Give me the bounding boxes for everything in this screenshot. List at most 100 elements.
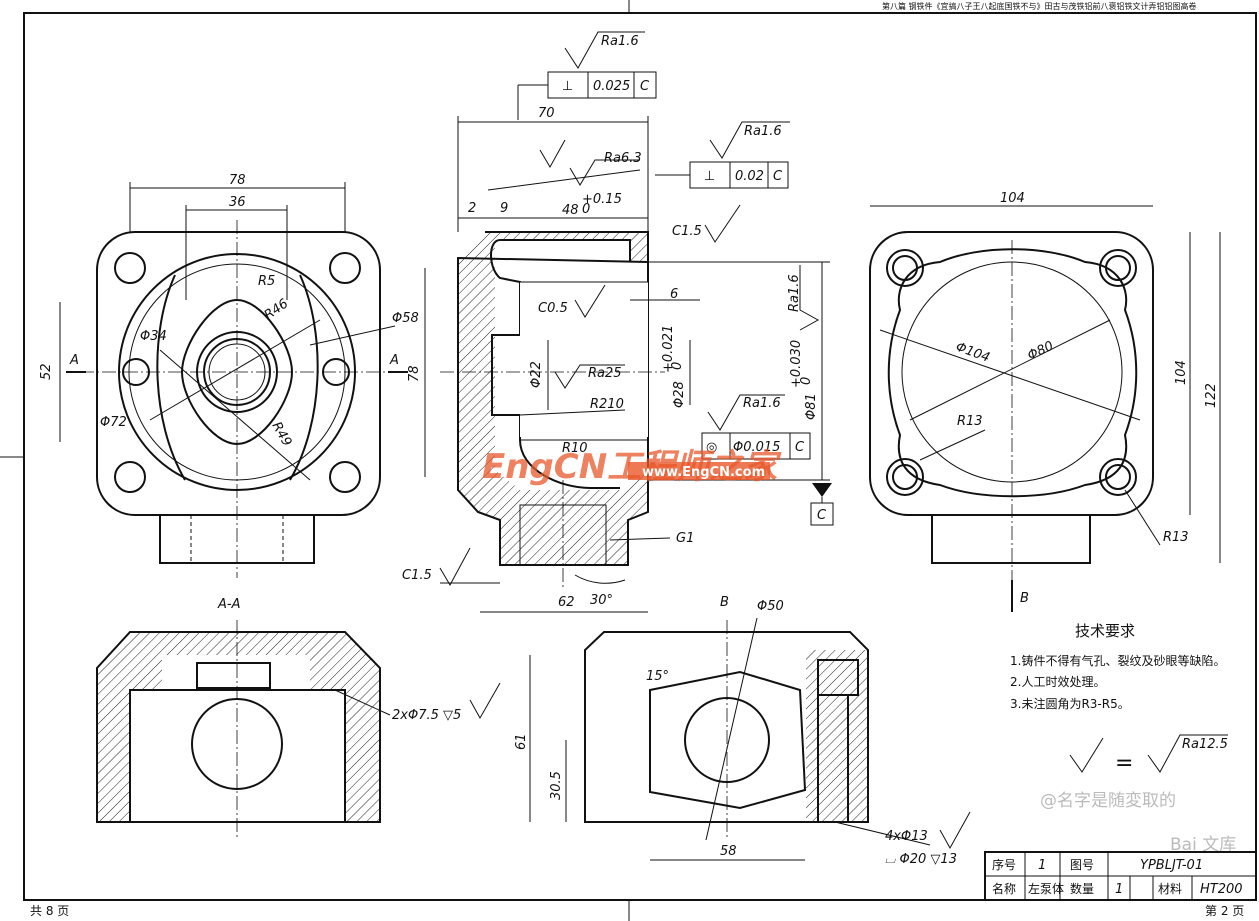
aa-inner-cavity [129,689,346,823]
roughness-equals: = [1115,751,1133,776]
section-label-aa: A-A [217,597,240,612]
leader-r210 [519,409,626,416]
title-block: 序号 1 图号 YPBLJT-01 名称 左泵体 数量 1 材料 HT200 [984,851,1257,901]
g1: G1 [676,531,694,546]
watermark-url: www.EngCN.com [642,465,765,480]
dim-r10: R10 [562,441,588,456]
dim-d72: Φ72 [100,415,127,430]
leader-aa-holes [334,689,391,716]
roughness-ra125-symbol [1147,734,1228,773]
roughness-symbol-ra63 [569,159,640,186]
engcn-watermark: EngCN工程师之家 www.EngCN.com [482,447,782,487]
right-flange-outline [869,231,1154,516]
svg-text:0.02: 0.02 [735,169,764,184]
ra16-vertical: Ra1.6 [787,274,802,312]
tech-item-3: 3.未注圆角为R3-R5。 [1010,696,1130,711]
leader-d58 [309,325,396,346]
dim-r13-a: R13 [957,414,983,429]
dim-d28-tol-low: 0 [670,362,685,370]
tol-frame-concentricity: ◎ Φ0.015 C Ra1.6 [701,394,811,460]
watermark-baidu: Bai 文库 [1170,835,1236,855]
dim-2: 2 [468,201,476,216]
dim-78-right: 78 [407,365,422,382]
tol-frame-perp-0025: ⊥ 0.025 C Ra1.6 [517,31,657,120]
aa-hatched [97,632,380,822]
tol-frame-perp-002: ⊥ 0.02 C Ra1.6 [655,121,790,189]
roughness-symbol-v [539,139,566,169]
dim-d81-tol-up: +0.030 [789,340,804,388]
roughness-ra125: Ra12.5 [1182,737,1228,752]
side-inner-bore [520,282,648,437]
dim-48: 48 [562,203,579,218]
svg-text:0.025: 0.025 [593,79,630,94]
right-inner-contour [887,248,1138,498]
tech-requirements: 技术要求 1.铸件不得有气孔、裂纹及砂眼等缺陷。 2.人工时效处理。 3.未注圆… [1010,622,1228,776]
datum-c-box [810,502,834,526]
front-bolt-hole-br [329,461,361,493]
tb-seq-label: 序号 [992,857,1016,872]
leader-ra63 [487,169,641,191]
tech-title: 技术要求 [1075,622,1135,640]
svg-text:C: C [795,440,805,455]
front-radius-line [149,319,321,421]
holes-4xd13: 4xΦ13 [885,829,928,844]
right-bolt-br [1099,458,1137,496]
side-inner-cavity [490,239,631,489]
svg-text:C: C [773,169,783,184]
front-cavity-left [156,274,186,481]
dim-d28-tol-up: +0.021 [661,325,676,373]
dim-305: 30.5 [549,771,564,800]
datum-triangle-c [812,483,832,497]
side-hatched-body [458,232,648,565]
right-bolt-br-inner [1105,464,1131,490]
dim-r49: R49 [269,420,295,450]
tb-drawing-no-label: 图号 [1070,858,1094,872]
dim-62: 62 [558,595,575,610]
leader-r13-a [919,429,986,461]
ra25: Ra25 [588,366,622,381]
front-bolt-hole-tr [329,252,361,284]
right-bolt-tr [1099,249,1137,287]
svg-text:◎: ◎ [706,440,717,455]
side-section-view: 70 2 9 48 +0.15 0 Ra6.3 C1.5 6 C0.5 Φ22 … [402,31,834,613]
front-cavity-right [289,274,319,481]
svg-text:Ra1.6: Ra1.6 [744,124,782,139]
dim-48-tol-low: 0 [582,202,590,217]
dim-d81: Φ81 [804,393,819,420]
front-radius-line-2 [159,349,311,481]
roughness-b-holes [939,811,971,850]
dim-6: 6 [670,287,678,302]
view-label-b-top: B [720,595,729,610]
dim-52: 52 [39,363,54,380]
leader-g1 [609,537,671,541]
dim-48-tol-up: +0.15 [582,192,622,207]
c15-top: C1.5 [672,224,702,239]
right-boss [931,515,1091,564]
watermark-author: @名字是随変取的 [1040,791,1176,811]
aa-top-slot [196,662,271,689]
dim-d22: Φ22 [529,361,544,388]
svg-text:Φ0.015: Φ0.015 [733,440,780,455]
right-bolt-tr-inner [1105,255,1131,281]
dim-30deg: 30° [590,593,613,608]
dim-r5: R5 [258,274,275,289]
right-bolt-bl-inner [892,464,918,490]
front-bolt-hole-tl [114,252,146,284]
dim-d80: Φ80 [1025,339,1056,364]
ra63: Ra6.3 [604,151,642,166]
dim-9: 9 [500,201,508,216]
c15-bottom: C1.5 [402,568,432,583]
roughness-ra25 [554,364,625,389]
arc-30 [574,574,626,584]
roughness-aa [469,682,501,720]
dim-d28: Φ28 [672,381,687,408]
b-right-slot [817,659,859,696]
holes-cbore: ⌴ Φ20 ▽13 [885,852,957,867]
dim-d58: Φ58 [392,311,419,326]
dim-d50: Φ50 [757,599,784,614]
tech-item-1: 1.铸件不得有气孔、裂纹及砂眼等缺陷。 [1010,653,1225,668]
tb-name-label: 名称 [992,881,1016,896]
dim-d81-tol-low: 0 [799,377,814,385]
svg-text:C: C [640,79,650,94]
